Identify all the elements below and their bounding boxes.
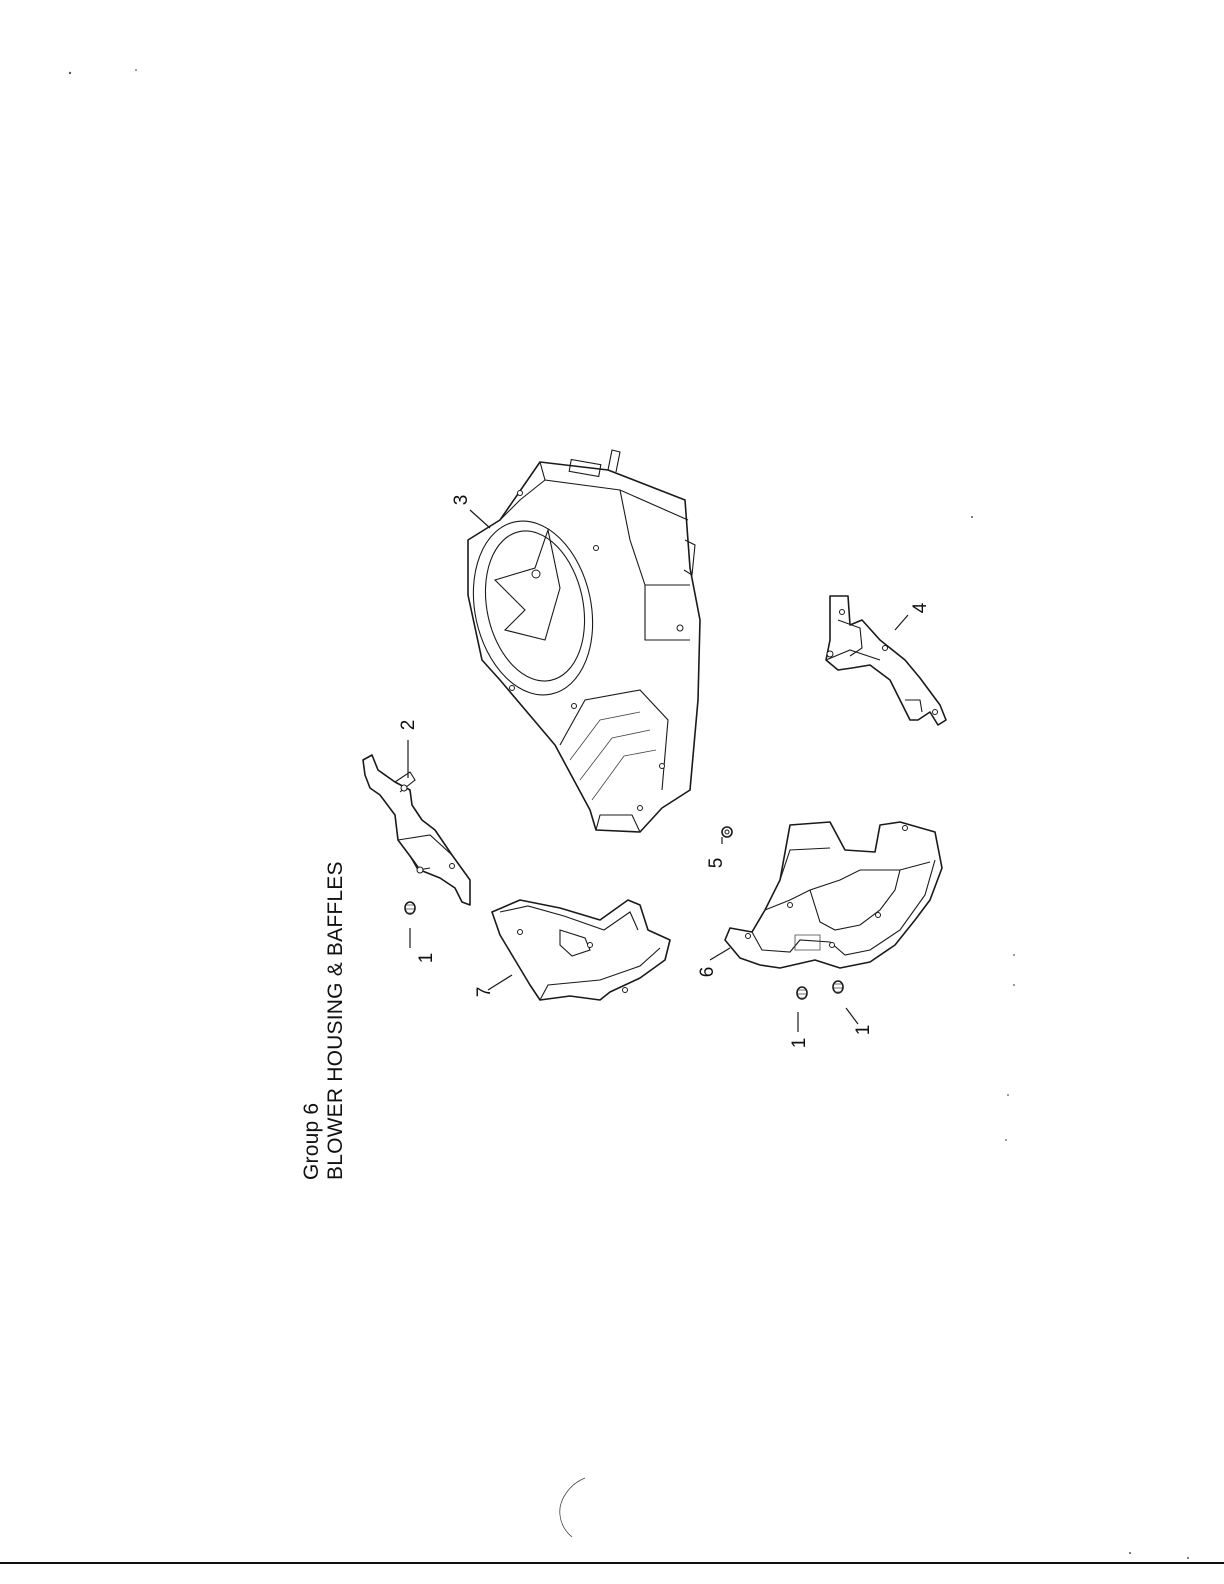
baffle-bracket-icon — [825, 595, 947, 726]
callout-1: 1 — [789, 1038, 810, 1049]
baffle-icon — [724, 821, 943, 969]
callout-1: 1 — [853, 1025, 874, 1036]
screw-icon — [832, 980, 844, 994]
callout-2: 2 — [398, 720, 419, 731]
callout-4: 4 — [910, 602, 931, 613]
screw-icon — [404, 901, 416, 915]
callout-labels: 3 2 1 7 5 6 1 1 4 — [398, 495, 931, 1049]
baffle-icon — [491, 899, 671, 1001]
callout-6: 6 — [697, 967, 718, 978]
blower-housing-icon — [467, 449, 701, 833]
callout-3: 3 — [451, 495, 472, 506]
scan-specks — [68, 69, 1189, 1559]
bottom-rule — [0, 1562, 1224, 1564]
screw-icon — [796, 986, 808, 1000]
baffle-bracket-icon — [362, 754, 471, 906]
callout-1: 1 — [416, 953, 437, 964]
callout-5: 5 — [706, 858, 727, 869]
leader-lines — [407, 509, 909, 1032]
nut-icon — [721, 826, 733, 838]
callout-7: 7 — [474, 987, 495, 998]
